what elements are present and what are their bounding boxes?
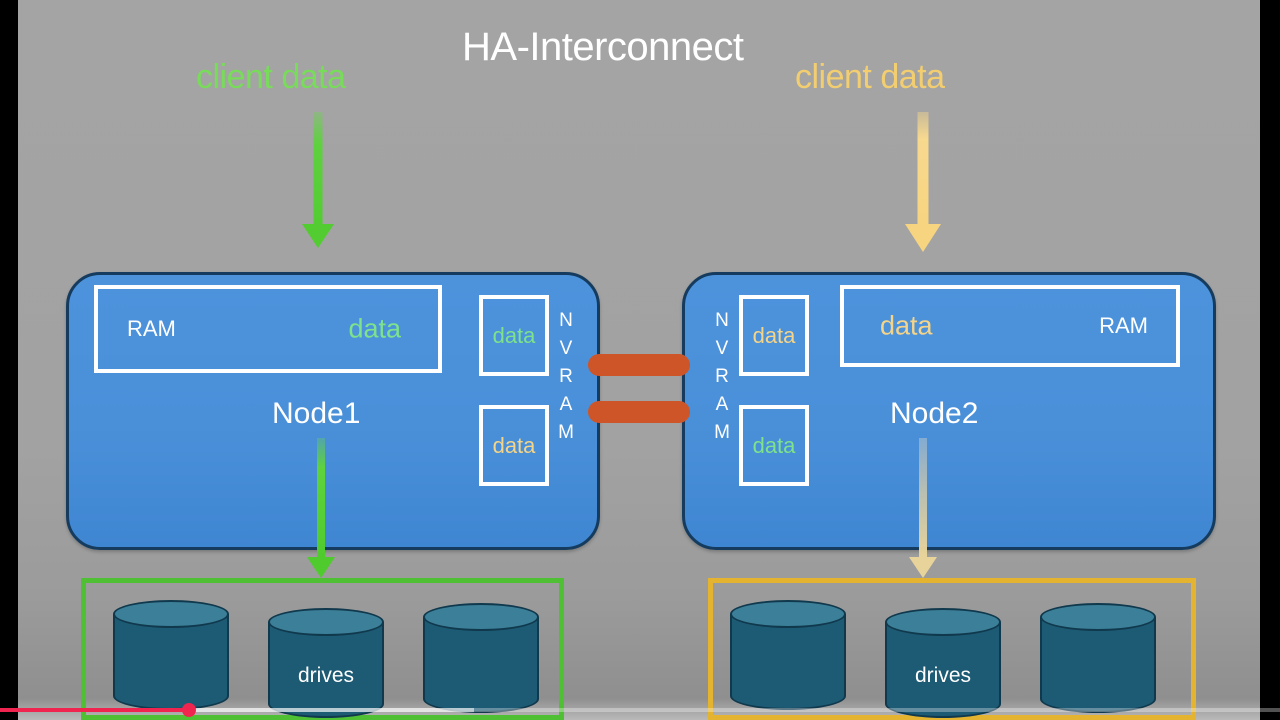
arrow-head — [307, 557, 335, 578]
video-progress-bar[interactable] — [0, 703, 1280, 717]
arrow-shaft — [917, 112, 929, 224]
video-canvas[interactable]: HA-Interconnect client data client data … — [18, 0, 1260, 720]
progress-played — [0, 708, 190, 712]
node1-name: Node1 — [272, 397, 361, 430]
node2-name: Node2 — [890, 397, 979, 430]
node2-ram-label: RAM — [1099, 313, 1148, 338]
drive-right-3 — [1040, 603, 1156, 713]
drive-right-2: drives — [885, 608, 1001, 718]
arrow-shaft — [313, 112, 323, 226]
node1-nvram-top-data: data — [492, 322, 536, 348]
node1-nvram-box-top: data — [479, 295, 549, 376]
nvram-letter: A — [715, 394, 729, 416]
nvram-letter: R — [715, 366, 729, 388]
nvram-letter: R — [559, 366, 573, 388]
nvram-letter: V — [559, 338, 573, 360]
node2-to-drives-arrow-icon — [908, 438, 938, 578]
ha-interconnect-bar-top — [588, 354, 690, 376]
nvram-letter: M — [714, 422, 730, 444]
node2-container[interactable]: RAM data Node2 N V R A M data data — [682, 272, 1216, 550]
nvram-letter: V — [715, 338, 729, 360]
drive-top — [268, 608, 384, 636]
node1-nvram-bottom-data: data — [492, 432, 536, 458]
client-data-label-right: client data — [795, 58, 945, 96]
arrow-head — [909, 557, 937, 578]
node1-ram-data: data — [348, 313, 401, 344]
arrow-shaft — [919, 438, 927, 558]
progress-track[interactable] — [0, 708, 1280, 712]
drive-left-3 — [423, 603, 539, 713]
progress-scrubber-handle[interactable] — [182, 703, 197, 717]
ha-interconnect-bar-bottom — [588, 401, 690, 423]
drives-label-left: drives — [297, 664, 355, 687]
client-data-arrow-right-icon — [904, 112, 942, 252]
drive-top — [423, 603, 539, 631]
client-data-arrow-left-icon — [301, 112, 335, 248]
arrow-shaft — [317, 438, 325, 558]
drives-label-right: drives — [914, 664, 972, 687]
node2-nvram-top-data: data — [752, 322, 796, 348]
progress-buffered — [0, 708, 474, 712]
client-data-label-left: client data — [196, 58, 346, 96]
arrow-head — [302, 224, 334, 248]
nvram-letter: M — [558, 422, 574, 444]
node1-ram-box: RAM data — [94, 285, 442, 373]
drive-left-2: drives — [268, 608, 384, 718]
node1-nvram-box-bottom: data — [479, 405, 549, 486]
node1-nvram-label: N V R A M — [555, 307, 577, 448]
node2-ram-box: RAM data — [840, 285, 1180, 367]
drive-top — [885, 608, 1001, 636]
drive-top — [113, 600, 229, 628]
node1-ram-label: RAM — [127, 316, 176, 341]
node1-container[interactable]: RAM data Node1 data data N V R A M — [66, 272, 600, 550]
node2-nvram-bottom-data: data — [752, 432, 796, 458]
nvram-letter: N — [559, 310, 573, 331]
drive-top — [730, 600, 846, 628]
nvram-letter: A — [559, 394, 573, 416]
nvram-letter: N — [715, 310, 729, 331]
arrow-head — [905, 224, 941, 252]
drive-top — [1040, 603, 1156, 631]
drive-left-1 — [113, 600, 229, 710]
node2-nvram-label: N V R A M — [711, 307, 733, 448]
diagram-title: HA-Interconnect — [462, 25, 744, 69]
drive-right-1 — [730, 600, 846, 710]
node1-to-drives-arrow-icon — [306, 438, 336, 578]
node2-ram-data: data — [880, 310, 933, 341]
node2-nvram-box-top: data — [739, 295, 809, 376]
node2-nvram-box-bottom: data — [739, 405, 809, 486]
